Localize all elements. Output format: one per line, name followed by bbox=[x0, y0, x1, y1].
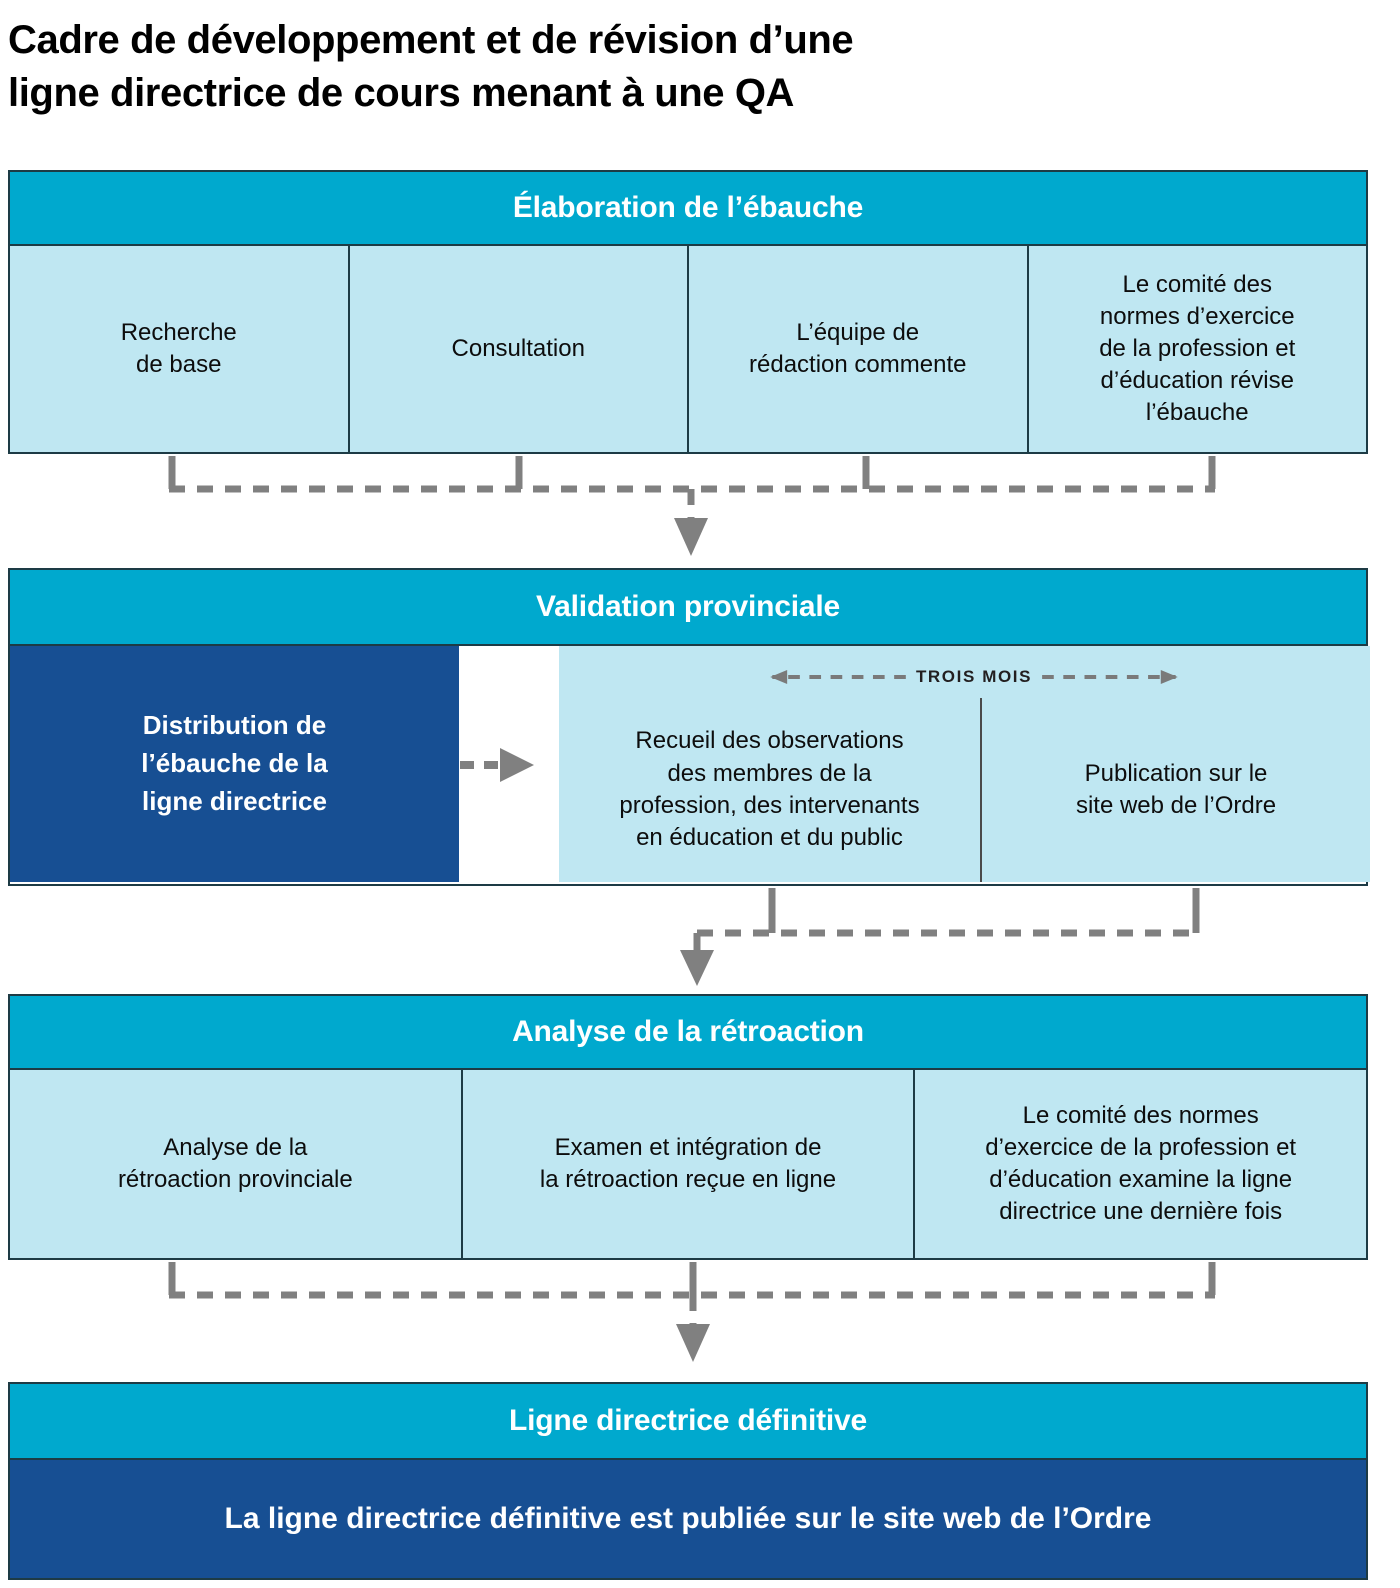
step-equipe-redaction[interactable]: L’équipe de rédaction commente bbox=[689, 246, 1029, 452]
step-publication-site-web[interactable]: Publication sur le site web de l’Ordre bbox=[1075, 759, 1277, 819]
section-analyse-body: Analyse de la rétroaction provinciale Ex… bbox=[10, 1070, 1367, 1258]
page-title: Cadre de développement et de révision d’… bbox=[8, 18, 854, 116]
section-finale: Ligne directrice définitive La ligne dir… bbox=[8, 1382, 1368, 1580]
section-elaboration-header: Élaboration de l’ébauche bbox=[10, 172, 1366, 246]
section-elaboration-body: Recherche de base Consultation L’équipe … bbox=[10, 246, 1366, 452]
step-examen-integration[interactable]: Examen et intégration de la rétroaction … bbox=[462, 1070, 916, 1258]
duration-indicator: TROIS MOIS bbox=[749, 664, 1199, 690]
step-comite-normes-examine[interactable]: Le comité des normes d’exercice de la pr… bbox=[915, 1070, 1367, 1258]
validation-panel: TROIS MOIS Recueil des observations des … bbox=[559, 646, 1370, 882]
step-consultation[interactable]: Consultation bbox=[349, 246, 689, 452]
connector-analyse-to-finale bbox=[168, 1262, 1216, 1327]
duration-label: TROIS MOIS bbox=[915, 667, 1033, 686]
section-validation-body: Distribution de l’ébauche de la ligne di… bbox=[10, 646, 1370, 882]
step-distribution-ebauche[interactable]: Distribution de l’ébauche de la ligne di… bbox=[10, 646, 459, 882]
section-validation: Validation provinciale Distribution de l… bbox=[8, 568, 1370, 886]
arrow-down-icon bbox=[674, 518, 708, 556]
connector-elaboration-to-validation bbox=[168, 456, 1216, 521]
section-analyse-header: Analyse de la rétroaction bbox=[10, 996, 1366, 1070]
connector-distribution-to-collection bbox=[460, 748, 534, 782]
step-recueil-observations[interactable]: Recueil des observations des membres de … bbox=[559, 698, 982, 882]
arrow-right-dashed-icon bbox=[1042, 670, 1178, 684]
section-elaboration: Élaboration de l’ébauche Recherche de ba… bbox=[8, 170, 1368, 454]
section-analyse: Analyse de la rétroaction Analyse de la … bbox=[8, 994, 1368, 1260]
step-analyse-retroaction-provinciale[interactable]: Analyse de la rétroaction provinciale bbox=[10, 1070, 463, 1258]
validation-cells: Recueil des observations des membres de … bbox=[559, 698, 1370, 882]
arrow-left-dashed-icon bbox=[770, 670, 906, 684]
step-comite-normes-revise[interactable]: Le comité des normes d’exercice de la pr… bbox=[1028, 246, 1366, 452]
connector-validation-to-analyse bbox=[693, 888, 1200, 953]
section-validation-header: Validation provinciale bbox=[10, 570, 1366, 646]
final-statement: La ligne directrice définitive est publi… bbox=[10, 1460, 1366, 1578]
step-recherche-de-base[interactable]: Recherche de base bbox=[10, 246, 350, 452]
arrow-down-icon bbox=[680, 950, 714, 986]
arrow-down-icon bbox=[676, 1324, 710, 1362]
section-finale-header: Ligne directrice définitive bbox=[10, 1384, 1366, 1460]
